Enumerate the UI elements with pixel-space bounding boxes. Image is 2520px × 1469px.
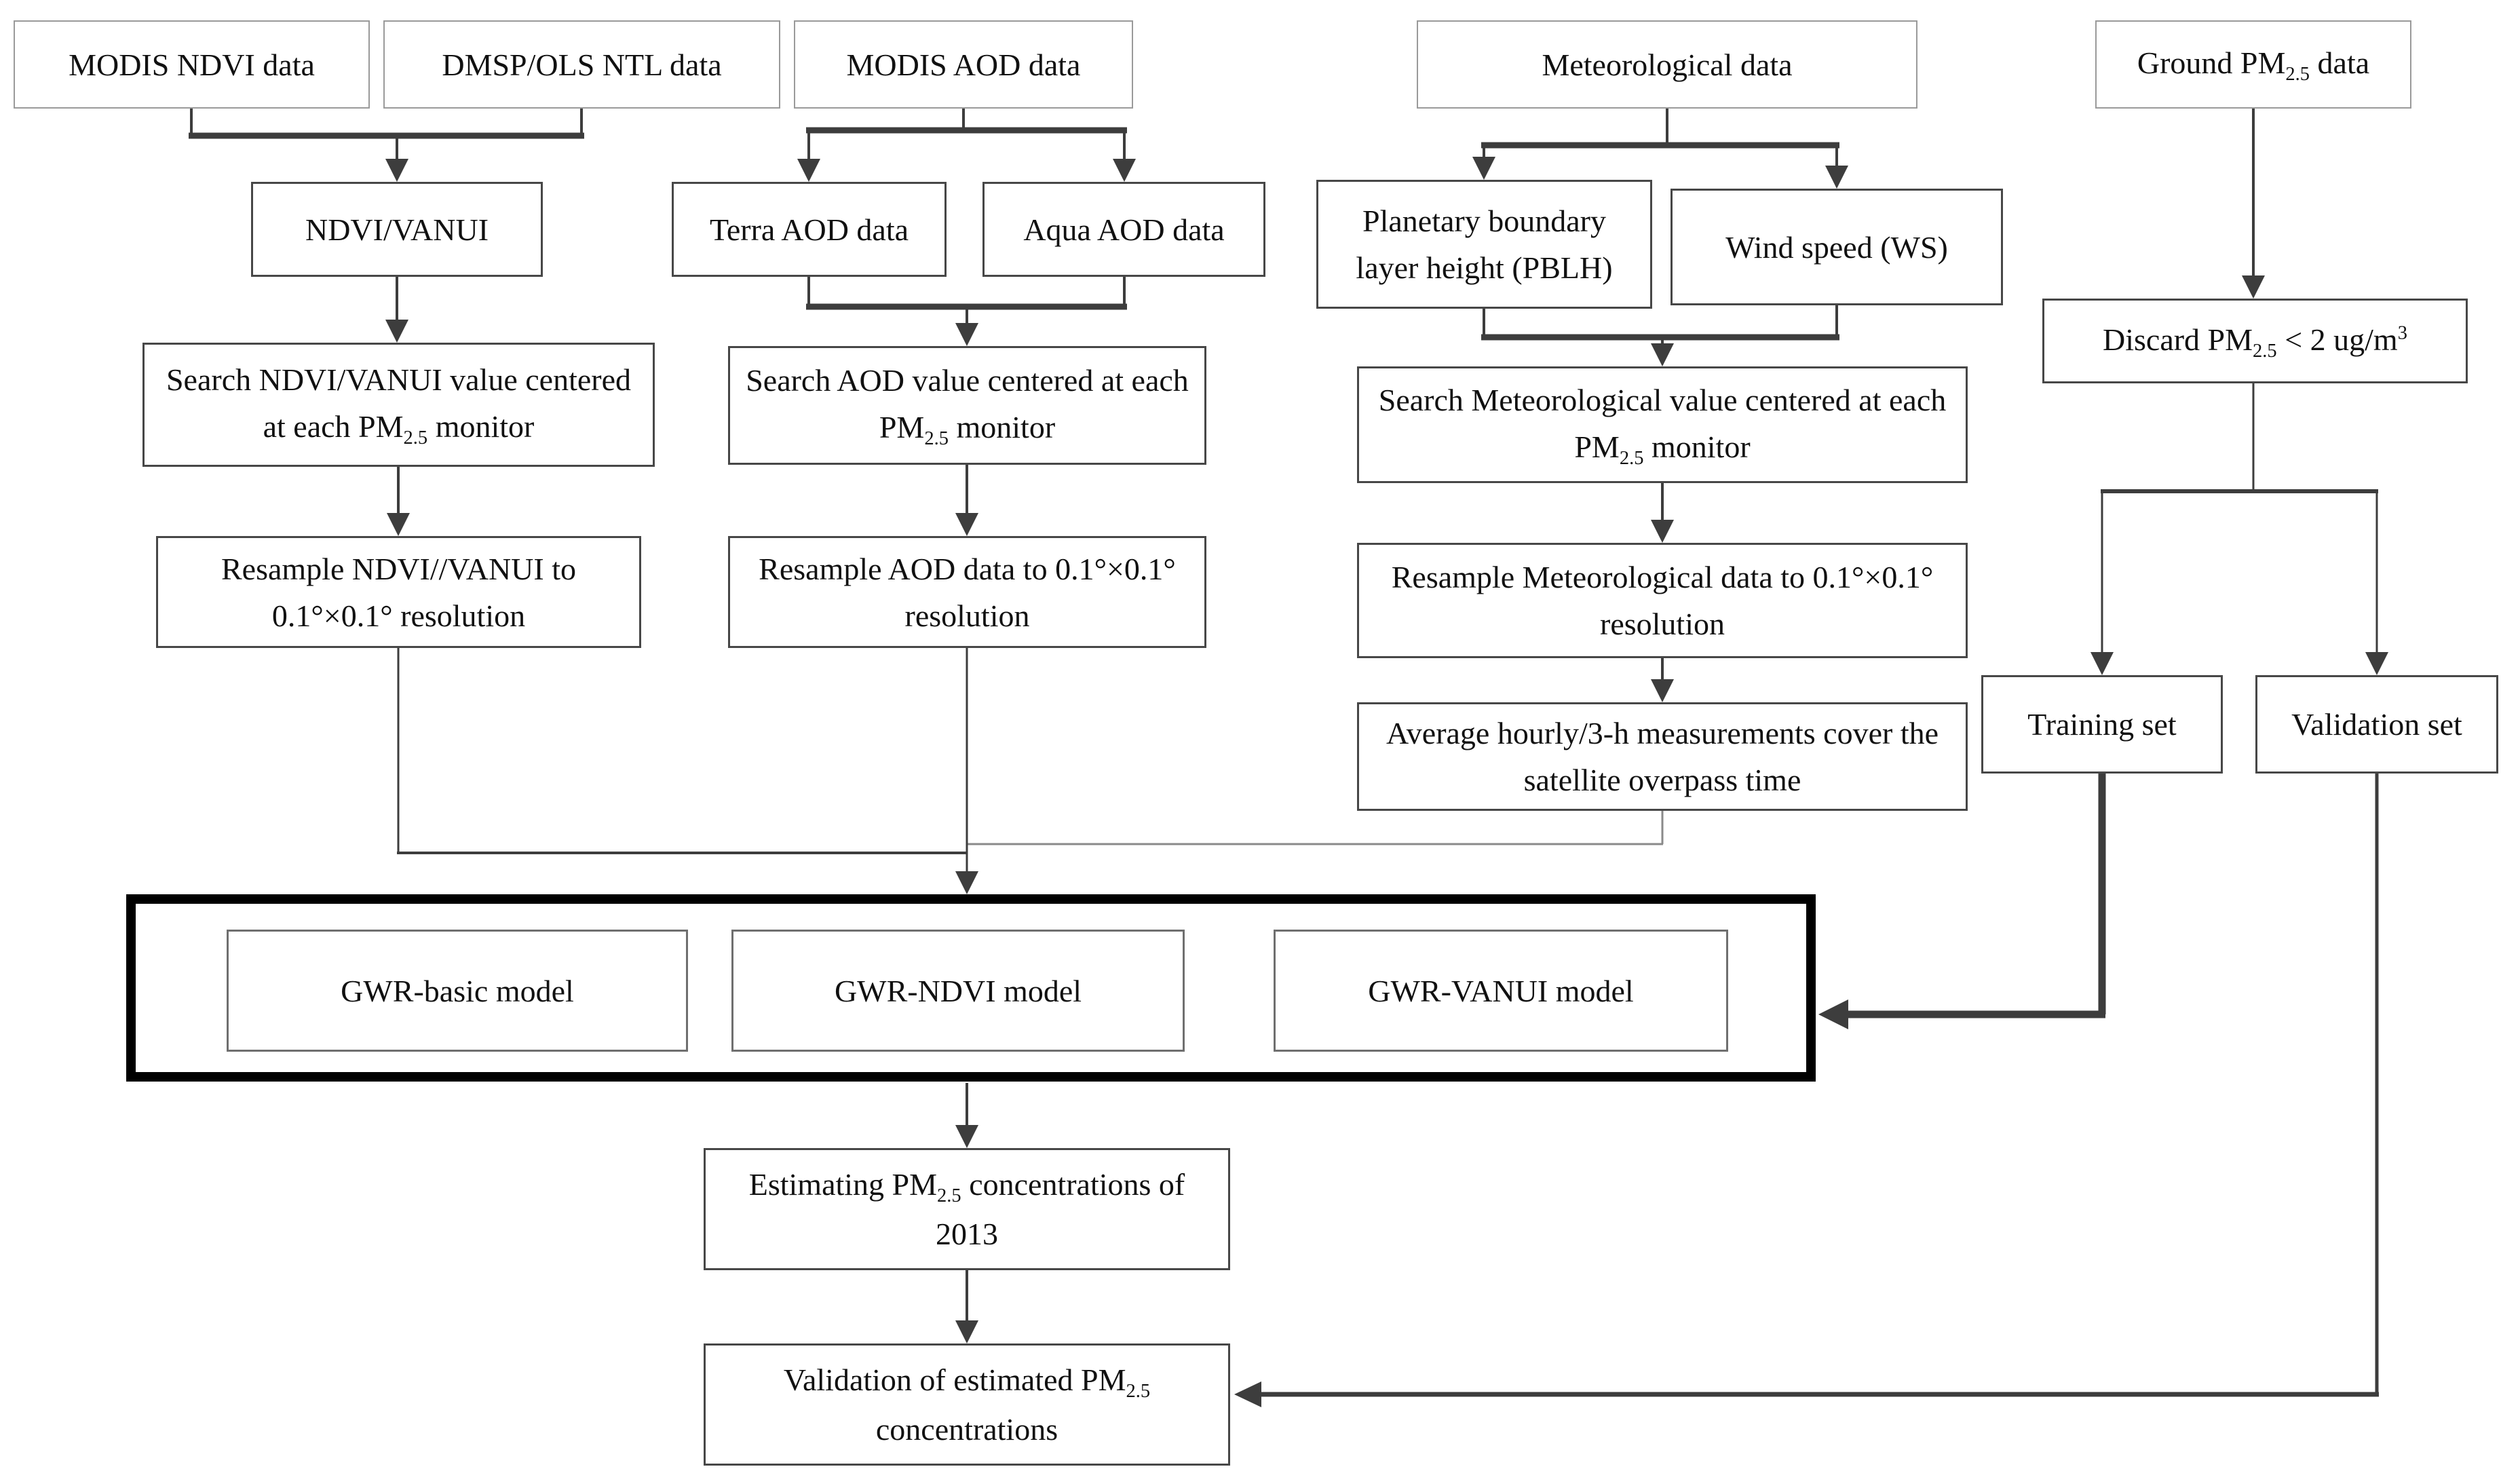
connector-ndvi-ntl-merge [189,109,584,182]
node-resample-aod: Resample AOD data to 0.1°×0.1° resolutio… [728,536,1206,648]
node-ground-pm25-data: Ground PM2.5 data [2095,20,2411,109]
node-label: Wind speed (WS) [1725,229,1948,265]
node-meteorological-data: Meteorological data [1417,20,1917,109]
node-gwr-ndvi-model: GWR-NDVI model [731,930,1185,1052]
node-label: Aqua AOD data [1023,212,1225,247]
node-label: Search AOD value centered at each PM2.5 … [746,363,1189,450]
node-label: NDVI/VANUI [305,212,489,247]
node-validation-estimated-pm25: Validation of estimated PM2.5 concentrat… [704,1343,1230,1466]
node-label: Discard PM2.5 < 2 ug/m3 [2103,322,2407,362]
node-search-ndvi-vanui: Search NDVI/VANUI value centered at each… [142,343,655,467]
connector-pblh-ws-merge [1481,305,1839,366]
node-label: Planetary boundary layer height (PBLH) [1356,204,1613,285]
connector-aod-column [955,465,978,536]
node-discard-pm25: Discard PM2.5 < 2 ug/m3 [2042,299,2468,383]
gwr-models-container [126,894,1816,1082]
connector-ndvi-column [385,277,410,536]
connector-validationset-validation [1234,774,2379,1407]
node-label: Resample AOD data to 0.1°×0.1° resolutio… [759,551,1176,633]
node-gwr-vanui-model: GWR-VANUI model [1274,930,1728,1052]
node-estimating-pm25: Estimating PM2.5 concentrations of 2013 [704,1148,1230,1270]
node-training-set: Training set [1981,675,2223,774]
node-pblh: Planetary boundary layer height (PBLH) [1316,180,1652,309]
node-ndvi-vanui: NDVI/VANUI [251,182,543,277]
node-average-measurements: Average hourly/3-h measurements cover th… [1357,702,1968,811]
node-modis-ndvi-data: MODIS NDVI data [14,20,370,109]
node-modis-aod-data: MODIS AOD data [794,20,1133,109]
node-label: MODIS AOD data [846,47,1081,82]
node-label: Resample NDVI//VANUI to 0.1°×0.1° resolu… [221,551,576,633]
node-label: MODIS NDVI data [69,47,315,82]
node-label: DMSP/OLS NTL data [442,47,722,82]
connector-met-split [1472,109,1848,189]
node-label: Ground PM2.5 data [2137,45,2370,85]
node-search-meteorological: Search Meteorological value centered at … [1357,366,1968,483]
node-label: GWR-basic model [341,973,574,1008]
connector-met-column [1651,483,1674,702]
connector-junction-gwr [397,648,1664,894]
connector-training-gwr [1818,774,2106,1029]
node-validation-set: Validation set [2255,675,2498,774]
node-label: GWR-NDVI model [834,973,1082,1008]
node-label: Resample Meteorological data to 0.1°×0.1… [1391,560,1934,641]
node-search-aod: Search AOD value centered at each PM2.5 … [728,346,1206,465]
node-label: Search NDVI/VANUI value centered at each… [166,362,632,449]
connector-groundpm-discard [2242,109,2265,299]
node-label: Training set [2027,707,2177,742]
node-gwr-basic-model: GWR-basic model [227,930,688,1052]
node-label: Estimating PM2.5 concentrations of 2013 [748,1166,1185,1252]
node-label: Meteorological data [1542,47,1793,82]
node-label: Validation set [2291,707,2462,742]
node-resample-meteorological: Resample Meteorological data to 0.1°×0.1… [1357,543,1968,658]
connector-discard-split [2091,383,2388,675]
node-label: GWR-VANUI model [1368,973,1634,1008]
node-aqua-aod-data: Aqua AOD data [982,182,1265,277]
connector-aod-split [797,109,1136,182]
node-label: Average hourly/3-h measurements cover th… [1386,716,1939,797]
node-wind-speed: Wind speed (WS) [1671,189,2003,305]
node-label: Validation of estimated PM2.5 concentrat… [783,1362,1151,1447]
node-label: Terra AOD data [709,212,909,247]
node-dmsp-ols-ntl-data: DMSP/OLS NTL data [383,20,780,109]
node-resample-ndvi-vanui: Resample NDVI//VANUI to 0.1°×0.1° resolu… [156,536,641,648]
node-label: Search Meteorological value centered at … [1378,382,1947,469]
connector-terra-aqua-merge [806,277,1127,346]
node-terra-aod-data: Terra AOD data [672,182,947,277]
connector-gwr-output [955,1083,978,1343]
